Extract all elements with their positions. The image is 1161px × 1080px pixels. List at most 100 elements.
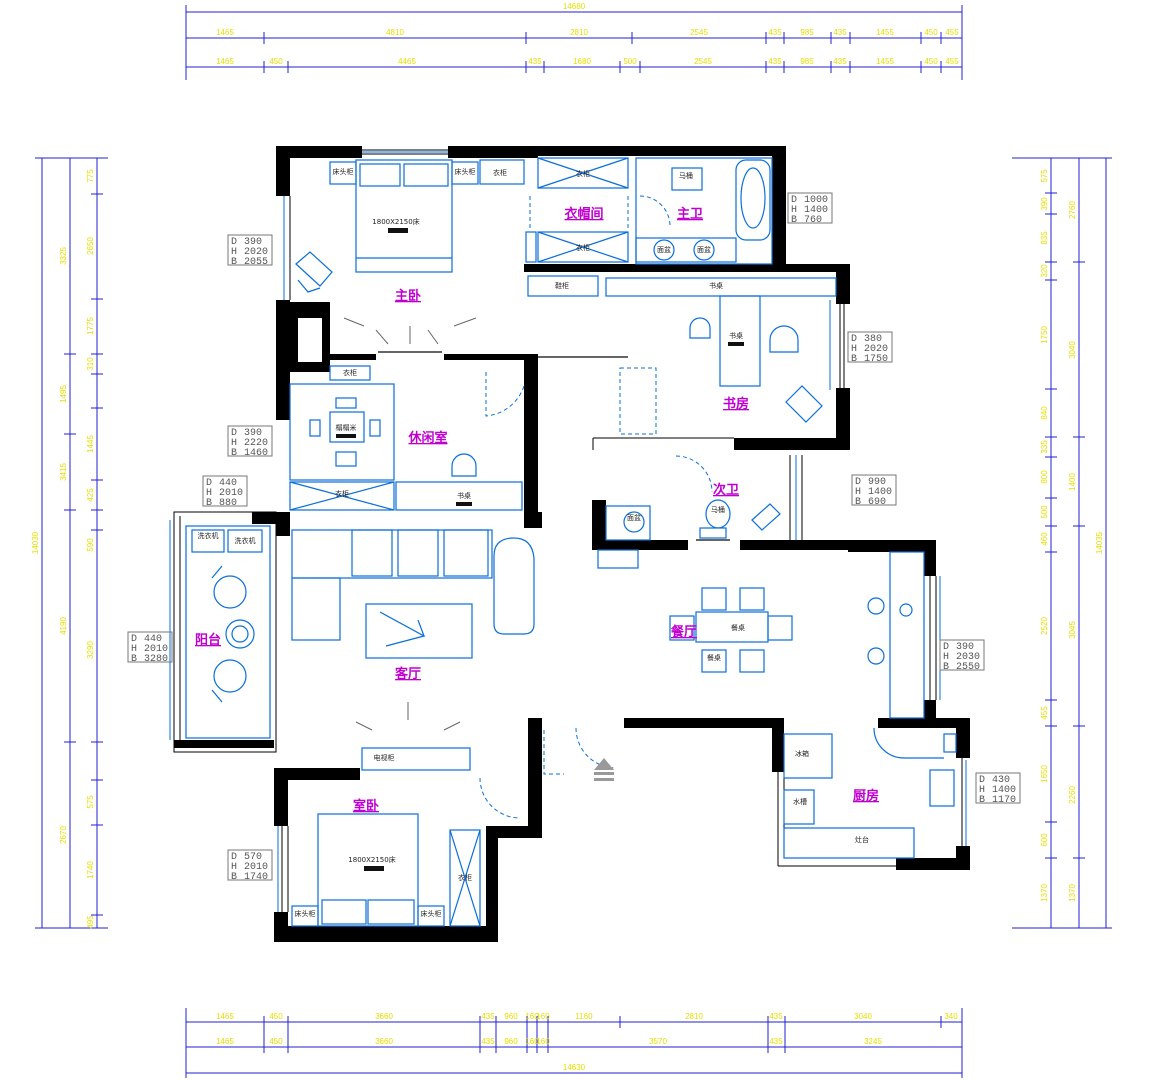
spec-h-value: 2030 [956,652,980,663]
bed-label: 1800X2150床 [348,855,395,864]
bed-label: 1800X2150床 [372,217,419,226]
top-dim-label: 2545 [694,57,712,66]
right-dim-label: 390 [1040,197,1049,211]
spec-b-value: 760 [804,215,822,226]
spec-h: H [206,488,212,499]
bottom-dim-label: 435 [769,1012,783,1021]
desk-label: 书桌 [457,491,471,500]
top-dim-label: 455 [945,57,959,66]
left-dim-label: 2650 [86,237,95,255]
right-dim-label: 3045 [1068,621,1077,639]
bottom-dim-label: 340 [944,1012,958,1021]
spec-d: D [231,237,237,248]
bottom-dim-label: 1465 [216,1037,234,1046]
room-labels: 主卧 衣帽间 主卫 书房 休闲室 次卫 阳台 客厅 餐厅 室卧 厨房 [195,206,879,814]
right-dimensions [1012,157,1112,929]
spec-h-value: 2010 [219,488,243,499]
right-dim-label: 455 [1040,706,1049,720]
top-dim-label: 450 [269,57,283,66]
right-dim-label: 1370 [1040,884,1049,902]
bottom-dim-label: 1465 [216,1012,234,1021]
spec-b-value: 2055 [244,257,268,268]
left-dim-label: 4190 [59,617,68,635]
left-dim-label: 575 [86,795,95,809]
spec-d: D [206,478,212,489]
bottom-dim-label: 960 [504,1012,518,1021]
spec-d-value: 430 [992,775,1010,786]
right-dim-label: 1370 [1068,884,1077,902]
spec-b-value: 1460 [244,448,268,459]
spec-d: D [979,775,985,786]
windows [169,151,967,912]
spec-h-value: 2020 [864,344,888,355]
right-dim-label: 2760 [1068,201,1077,219]
room-label-study: 书房 [723,396,749,412]
bottom-dim-label: 3660 [375,1012,393,1021]
top-dim-label: 1680 [573,57,591,66]
basin-label: 面盆 [627,513,641,522]
spec-d-value: 390 [956,642,974,653]
room-label-balcony: 阳台 [195,632,221,648]
top-dim-label: 4810 [386,28,404,37]
nightstand-label: 床头柜 [295,909,316,918]
basin-label: 面盆 [657,245,671,254]
room-label-second-bedroom: 室卧 [353,798,379,814]
dining-table-label: 餐桌 [707,653,721,662]
left-dim-label: 1495 [59,385,68,403]
wardrobe-label: 衣柜 [576,169,590,178]
top-total-label: 14680 [563,2,586,11]
top-dim-label: 2810 [570,28,588,37]
top-dimensions [185,5,963,80]
bottom-dim-label: 3570 [649,1037,667,1046]
spec-b-value: 1170 [992,795,1016,806]
spec-h-value: 1400 [992,785,1016,796]
bottom-dim-label: 3660 [375,1037,393,1046]
thin-walls [173,149,963,912]
sink-label: 水槽 [793,797,807,806]
top-dim-label: 435 [768,28,782,37]
bottom-dim-label: 435 [481,1037,495,1046]
spec-h: H [979,785,985,796]
bottom-dim-label: 3040 [854,1012,872,1021]
toilet-label: 马桶 [711,505,725,514]
left-dim-label: 2670 [59,826,68,844]
spec-b: B [855,497,861,508]
right-dim-label: 335 [1040,440,1049,454]
spec-h-value: 2020 [244,247,268,258]
label-tag [364,866,384,871]
top-dim-label: 455 [945,28,959,37]
washer-label: 洗衣机 [235,536,256,545]
spec-b-value: 880 [219,498,237,509]
washer-label: 洗衣机 [198,531,219,540]
wardrobe-label: 衣柜 [343,368,357,377]
spec-b-value: 1750 [864,354,888,365]
spec-h-value: 1400 [804,205,828,216]
spec-d-value: 570 [244,852,262,863]
top-dim-label: 2545 [690,28,708,37]
spec-b: B [231,448,237,459]
spec-b: B [791,215,797,226]
spec-h: H [943,652,949,663]
left-total-label: 14030 [31,531,40,554]
bottom-dim-label: 450 [269,1012,283,1021]
bottom-dim-label: 160 [536,1012,550,1021]
top-dim-label: 4465 [398,57,416,66]
spec-text: D 390 H 2020 B 2055 D 1000 H 1400 B 760 … [131,195,1016,883]
room-label-living-room: 客厅 [395,666,421,682]
left-dim-label: 425 [86,488,95,502]
top-dim-label: 1455 [876,28,894,37]
desk-label: 书桌 [729,331,743,340]
bottom-dim-label: 960 [504,1037,518,1046]
top-dim-label: 1465 [216,57,234,66]
top-dim-label: 985 [800,57,814,66]
dining-table-label: 餐桌 [731,623,745,632]
spec-d-value: 380 [864,334,882,345]
right-dimension-labels: 14035 2760 3040 1400 3045 2260 1370 575 … [1040,169,1104,902]
spec-b: B [231,257,237,268]
spec-h: H [791,205,797,216]
spec-b: B [851,354,857,365]
wardrobe-label: 衣柜 [493,168,507,177]
top-dim-label: 450 [924,28,938,37]
bottom-dim-label: 160 [536,1037,550,1046]
left-dim-label: 3325 [59,247,68,265]
